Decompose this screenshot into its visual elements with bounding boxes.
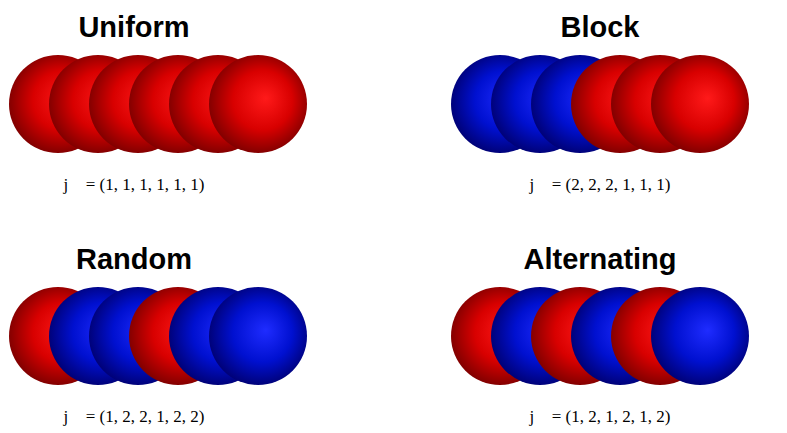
- sequence-vector: j⃗ = (1, 2, 2, 1, 2, 2): [64, 408, 205, 427]
- red-sphere: [651, 55, 749, 153]
- red-sphere: [209, 55, 307, 153]
- blue-sphere: [209, 287, 307, 385]
- panel-title: Block: [561, 12, 640, 44]
- panel-title: Uniform: [78, 12, 189, 44]
- panel-title: Alternating: [523, 244, 676, 276]
- blue-sphere: [651, 287, 749, 385]
- panel-title: Random: [76, 244, 192, 276]
- sequence-vector: j⃗ = (2, 2, 2, 1, 1, 1): [530, 176, 671, 195]
- sequence-vector: j⃗ = (1, 1, 1, 1, 1, 1): [64, 176, 205, 195]
- sequence-vector: j⃗ = (1, 2, 1, 2, 1, 2): [530, 408, 671, 427]
